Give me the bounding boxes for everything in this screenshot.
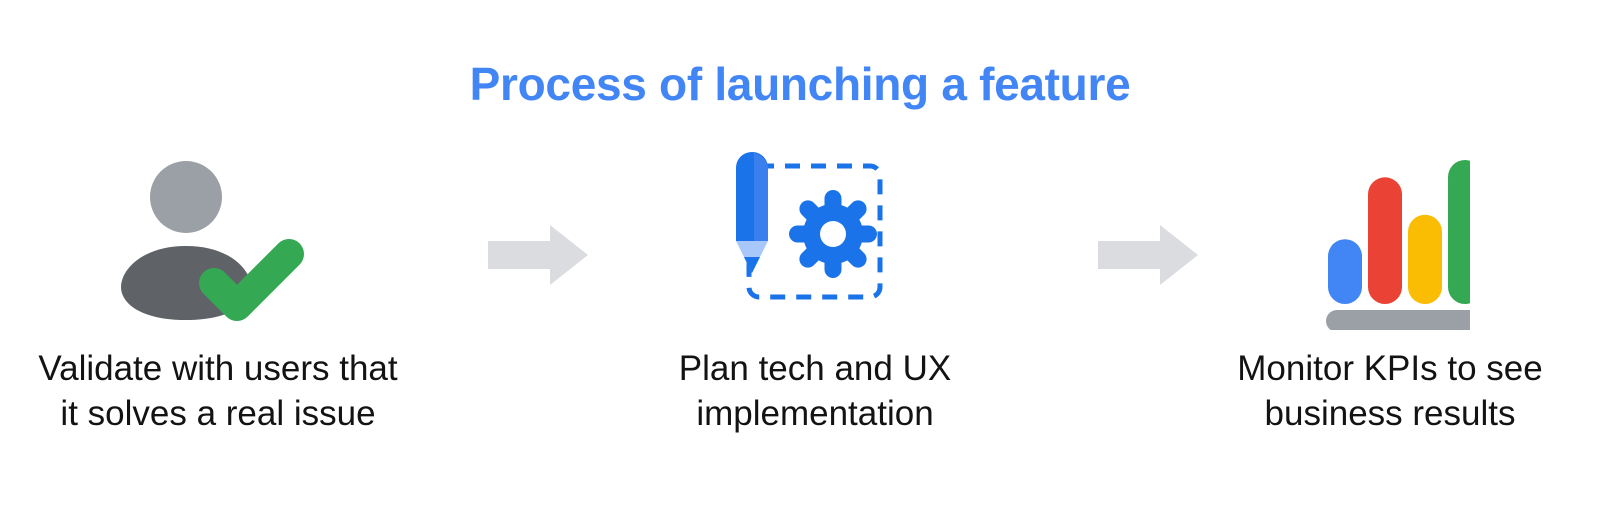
chart-baseline: [1326, 310, 1470, 330]
user-head-shape: [150, 161, 222, 233]
process-step-2: Plan tech and UX implementation: [605, 150, 1025, 450]
step-1-caption: Validate with users that it solves a rea…: [38, 349, 398, 433]
pencil-gear-blueprint-icon: [736, 152, 883, 300]
pencil-point-shape: [744, 257, 760, 273]
bar-2: [1368, 177, 1402, 304]
bar-1: [1328, 239, 1362, 304]
page-title: Process of launching a feature: [469, 58, 1131, 110]
arrow-right-icon-2: [1098, 225, 1198, 285]
step-3-caption: Monitor KPIs to see business results: [1237, 349, 1543, 433]
arrow-right-icon-1: [488, 225, 588, 285]
step-2-caption: Plan tech and UX implementation: [678, 349, 952, 433]
dashed-frame-icon: [746, 163, 883, 300]
process-step-3: Monitor KPIs to see business results: [1180, 150, 1600, 450]
step-3-icon-wrap: [1180, 150, 1600, 330]
gear-icon: [789, 190, 877, 278]
bar-4: [1448, 160, 1470, 304]
bar-3: [1408, 214, 1442, 304]
check-icon: [199, 239, 304, 321]
step-1-icon-wrap: [8, 150, 428, 330]
pencil-highlight-shape: [754, 153, 768, 241]
process-step-1: Validate with users that it solves a rea…: [8, 150, 428, 450]
arrow-right-shape: [488, 225, 588, 285]
step-2-icon-wrap: [605, 150, 1025, 330]
arrow-right-shape: [1098, 225, 1198, 285]
user-validated-icon: [121, 161, 304, 321]
bar-chart-icon: [1326, 160, 1470, 330]
